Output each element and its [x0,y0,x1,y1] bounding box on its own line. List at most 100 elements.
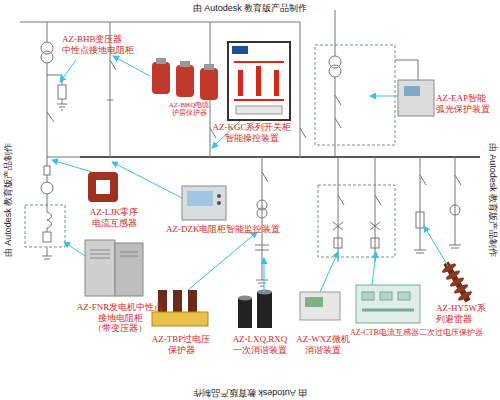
leader-arrow [264,258,265,292]
product-label: AZ-LXQ,RXQ 一次消谐装置 [228,334,292,355]
leader-arrow [370,96,398,97]
monitor-photo [182,186,226,220]
product-name: AZ-LJK零序 电流互感器 [84,207,144,228]
product-name: AZ-BHQ电缆 护层保护器 [158,101,220,118]
product-label: AZ-BHQ电缆 护层保护器 [158,101,220,118]
cabinet-photo [115,243,143,296]
product-label: AZ-TBP过电压 保护器 [146,334,216,355]
dashed-enclosure [25,205,65,247]
leader-arrow [52,160,92,172]
resistor-symbol [43,232,51,242]
button-row [236,106,282,114]
ground-symbol [414,250,426,253]
ct-photo [88,172,118,202]
leader-arrow [60,60,76,82]
cabinet-photo [85,240,115,296]
product-label: AZ-HY5W系 列避雷器 [436,303,490,324]
wire [455,157,456,245]
protector-photo [152,62,170,94]
product-label: AZ-CTB电流互感器二次过电压保护器 [350,328,496,337]
switch-symbol [335,95,341,128]
generator-symbol [41,182,53,194]
product-label: AZ-LJK零序 电流互感器 [84,207,144,228]
product-label: AZ-FNR发电机中性点 接地电阻柜 （带变压器） [72,302,168,334]
resistor-symbol [58,85,66,99]
lxq-top [238,296,252,301]
device-button [217,201,221,205]
switch-symbol [300,128,306,138]
ground-symbol [449,245,461,248]
lxq-photo [238,298,252,328]
controller-photo [228,42,290,120]
device-screen [404,86,420,96]
ctb-photo [356,285,420,323]
tbp-photo [188,290,197,314]
product-label: AZ-BHB变压器 中性点接地电阻柜 [62,34,142,55]
coil-symbol [47,205,52,232]
wire [47,22,48,42]
ground-symbol [256,280,268,286]
product-label: AZ-EAP智能 弧光保护装置 [436,93,498,114]
arrester-disc [457,290,473,302]
leader-arrow [113,56,150,76]
lxq-photo [257,292,272,328]
wire [420,157,421,250]
ground-symbol [42,247,52,259]
leader-arrow [320,252,338,292]
device-button [217,194,221,198]
product-name: AZ-DZK电阻柜智能监控装置 [166,224,298,235]
protector-photo [200,68,218,100]
fuse-symbol [333,222,380,230]
product-name: AZ-WXZ微机 消谐装置 [292,334,354,355]
vent-lines [90,250,138,258]
product-name: AZ-CTB电流互感器二次过电压保护器 [350,328,496,337]
protector-cap [204,64,214,70]
leader-arrow [424,226,448,266]
switch-symbol [47,112,54,122]
wxz-photo [300,292,340,320]
switch-symbol [455,175,461,185]
ct-hole [96,180,110,194]
indicator-line [234,62,284,100]
ctb-module [380,292,392,300]
indicator-bar [274,70,279,96]
tbp-photo [173,290,182,314]
logo-mark [232,46,248,54]
ctb-module [398,292,410,300]
leader-arrow [188,232,257,290]
product-name: AZ-BHB变压器 中性点接地电阻柜 [62,34,142,55]
ground-symbol [57,99,67,110]
capacitor-symbol [255,245,269,250]
switch-symbol [338,195,381,205]
wire [335,45,336,157]
leader-arrow [112,162,182,198]
product-label: AZ-KGC系列开关柜 智能操控装置 [206,122,298,143]
protector-cap [180,61,190,67]
product-name: AZ-FNR发电机中性点 接地电阻柜 （带变压器） [72,302,168,334]
product-name: AZ-EAP智能 弧光保护装置 [436,93,498,114]
wire [338,157,375,262]
wire [47,63,48,157]
arc-device-photo [398,80,434,116]
arrester-photo [439,259,475,305]
product-name: AZ-LXQ,RXQ 一次消谐装置 [228,334,292,355]
product-name: AZ-TBP过电压 保护器 [146,334,216,355]
indicator-bar [238,70,243,96]
wire [47,194,48,205]
ctb-module [362,292,374,300]
device-screen [305,297,323,307]
protector-cap [156,58,166,64]
ct-symbol [257,208,267,218]
wire [47,157,80,158]
watermark: 由 Autodesk 教育版产品制作 [2,143,15,258]
ct-symbol [450,205,460,215]
resistor-symbol [371,238,379,248]
switch-symbol [420,175,426,185]
indicator-bar [256,66,261,96]
dashed-enclosure [318,185,395,257]
dashed-enclosure [315,45,395,145]
product-label: AZ-WXZ微机 消谐装置 [292,334,354,355]
watermark: 由 Autodesk 教育版产品制作 [486,143,499,258]
device-screen [187,191,213,206]
